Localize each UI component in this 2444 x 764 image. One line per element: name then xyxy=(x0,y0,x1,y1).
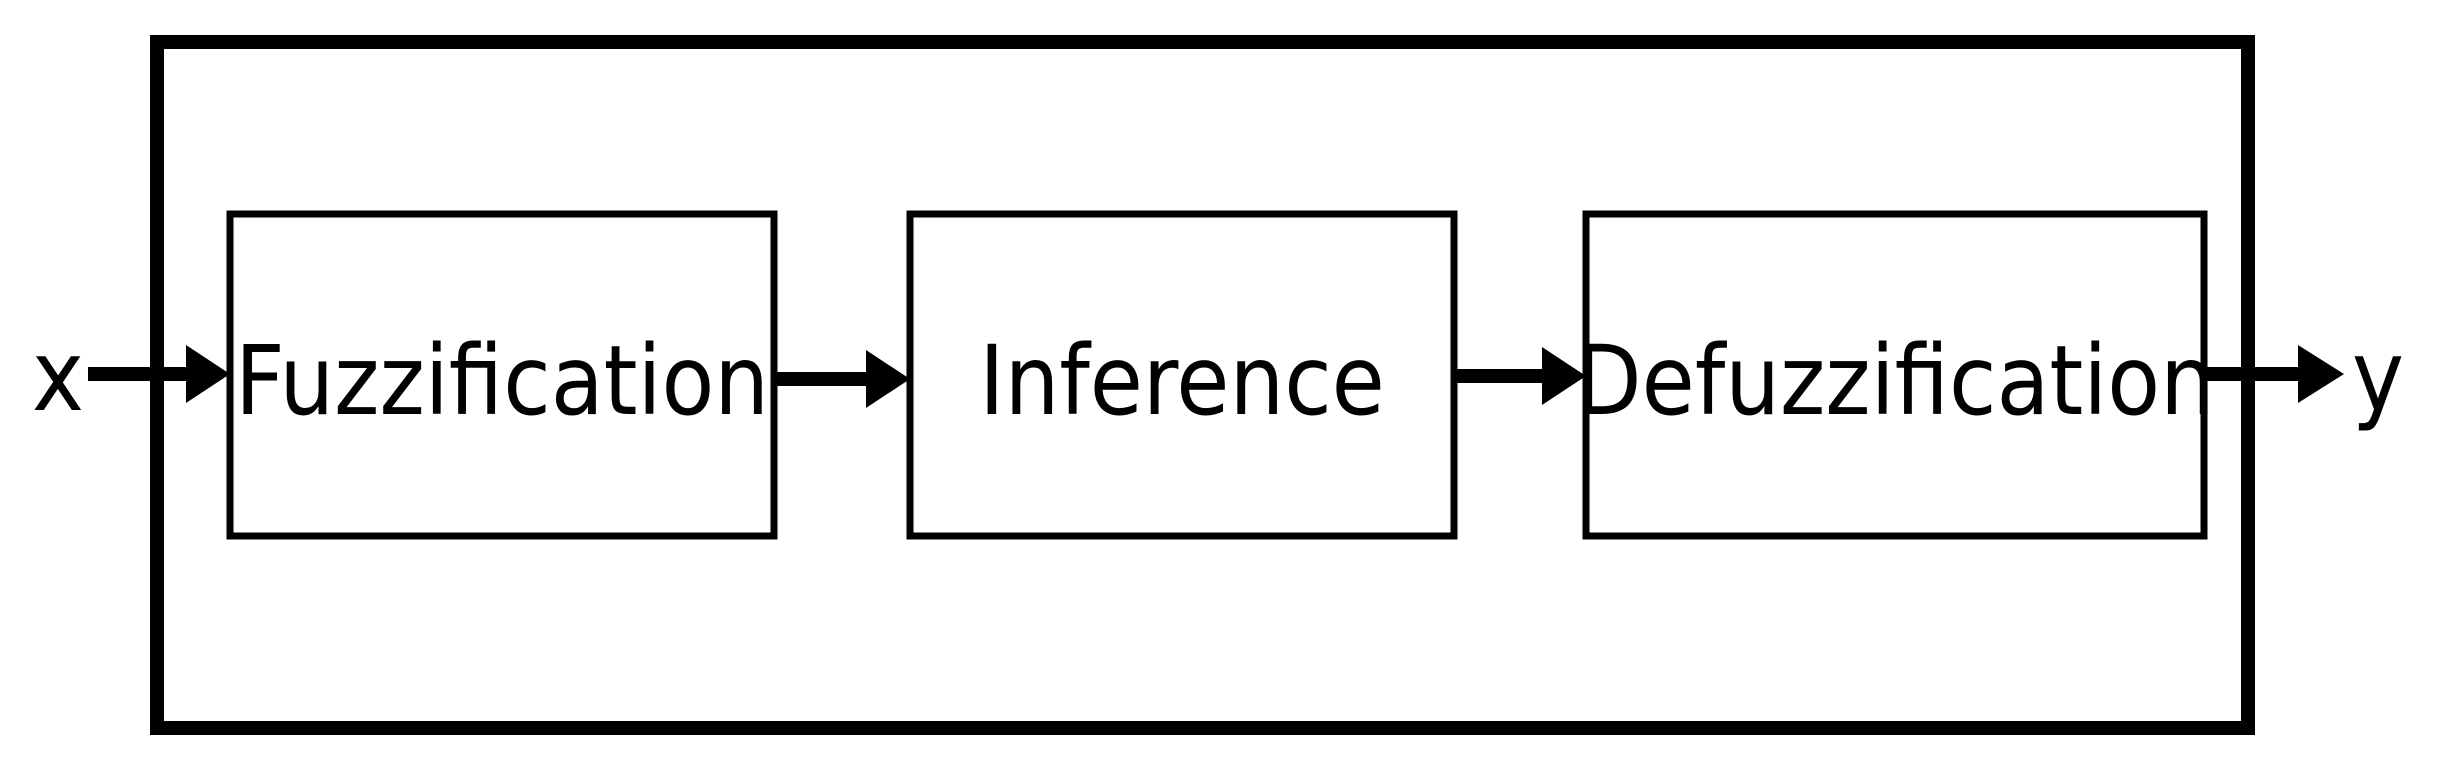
arrow-fuzzification-to-inference-head xyxy=(866,350,910,408)
inference-label: Inference xyxy=(979,325,1385,437)
output-label: y xyxy=(2352,320,2404,434)
arrow-inference-to-defuzzification-head xyxy=(1542,347,1586,405)
defuzzification-label: Defuzzification xyxy=(1575,325,2215,437)
input-arrow-head xyxy=(186,345,230,403)
output-arrow-head xyxy=(2298,345,2344,403)
system-frame xyxy=(150,35,2255,735)
fuzzification-label: Fuzzification xyxy=(235,325,769,437)
input-label: x xyxy=(32,320,84,434)
